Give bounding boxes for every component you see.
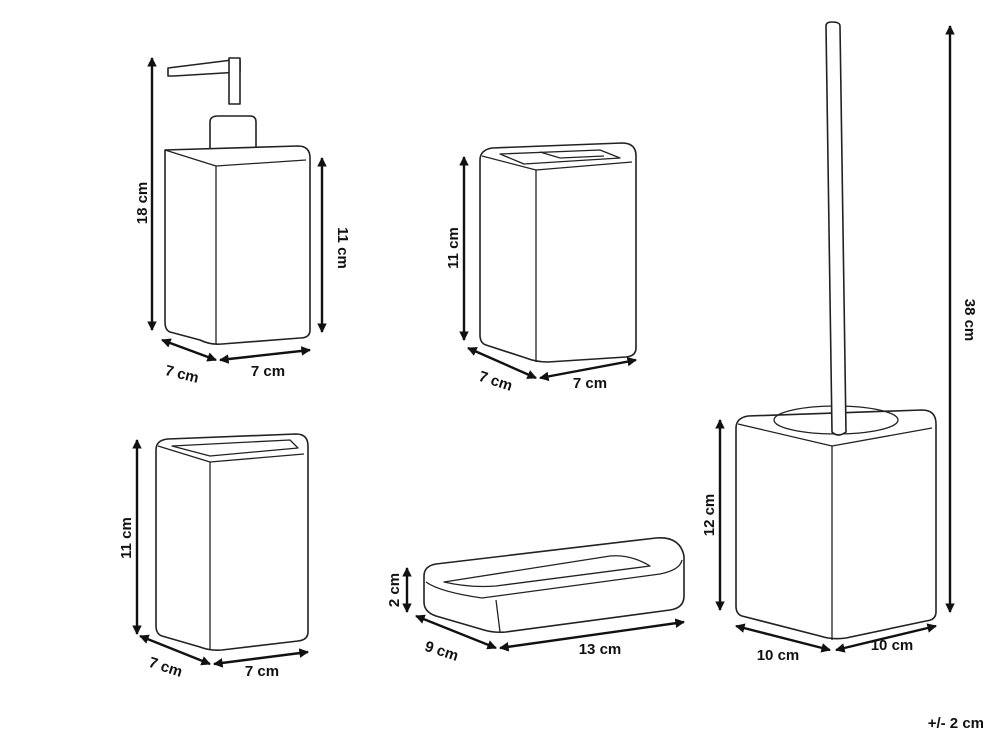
holder-body bbox=[479, 142, 637, 363]
tumbler-depth-label: 7 cm bbox=[147, 654, 185, 681]
tolerance-note: +/- 2 cm bbox=[928, 715, 984, 732]
dispenser-height-body-label: 11 cm bbox=[334, 227, 351, 269]
dispenser-height-total-label: 18 cm bbox=[134, 182, 151, 225]
brush-height-total-label: 38 cm bbox=[961, 299, 978, 342]
dispenser-width-label: 7 cm bbox=[251, 363, 285, 380]
soap-dish bbox=[423, 537, 685, 634]
soap-dispenser bbox=[164, 57, 311, 345]
brush-depth-label: 10 cm bbox=[757, 647, 800, 664]
soap-dish-width-label: 13 cm bbox=[579, 641, 622, 658]
toothbrush-holder bbox=[479, 142, 637, 363]
holder-width-label: 7 cm bbox=[573, 375, 607, 392]
dispenser-pump-collar bbox=[209, 115, 257, 157]
holder-height-label: 11 cm bbox=[445, 227, 462, 269]
brush-holder-body bbox=[735, 409, 937, 640]
toilet-brush bbox=[735, 21, 937, 640]
brush-width-label: 10 cm bbox=[871, 637, 914, 654]
holder-depth-label: 7 cm bbox=[477, 368, 515, 395]
tumbler bbox=[155, 433, 309, 651]
tumbler-width-label: 7 cm bbox=[245, 663, 279, 680]
brush-height-holder-label: 12 cm bbox=[701, 494, 718, 537]
dispenser-depth-label: 7 cm bbox=[163, 362, 200, 387]
tumbler-body bbox=[155, 433, 309, 651]
brush-handle bbox=[825, 21, 847, 436]
dispenser-pump-stem bbox=[228, 57, 241, 105]
soap-dish-depth-label: 9 cm bbox=[423, 638, 461, 665]
tumbler-height-label: 11 cm bbox=[118, 517, 135, 559]
soap-dish-height-label: 2 cm bbox=[386, 573, 403, 607]
dispenser-body bbox=[164, 145, 311, 345]
